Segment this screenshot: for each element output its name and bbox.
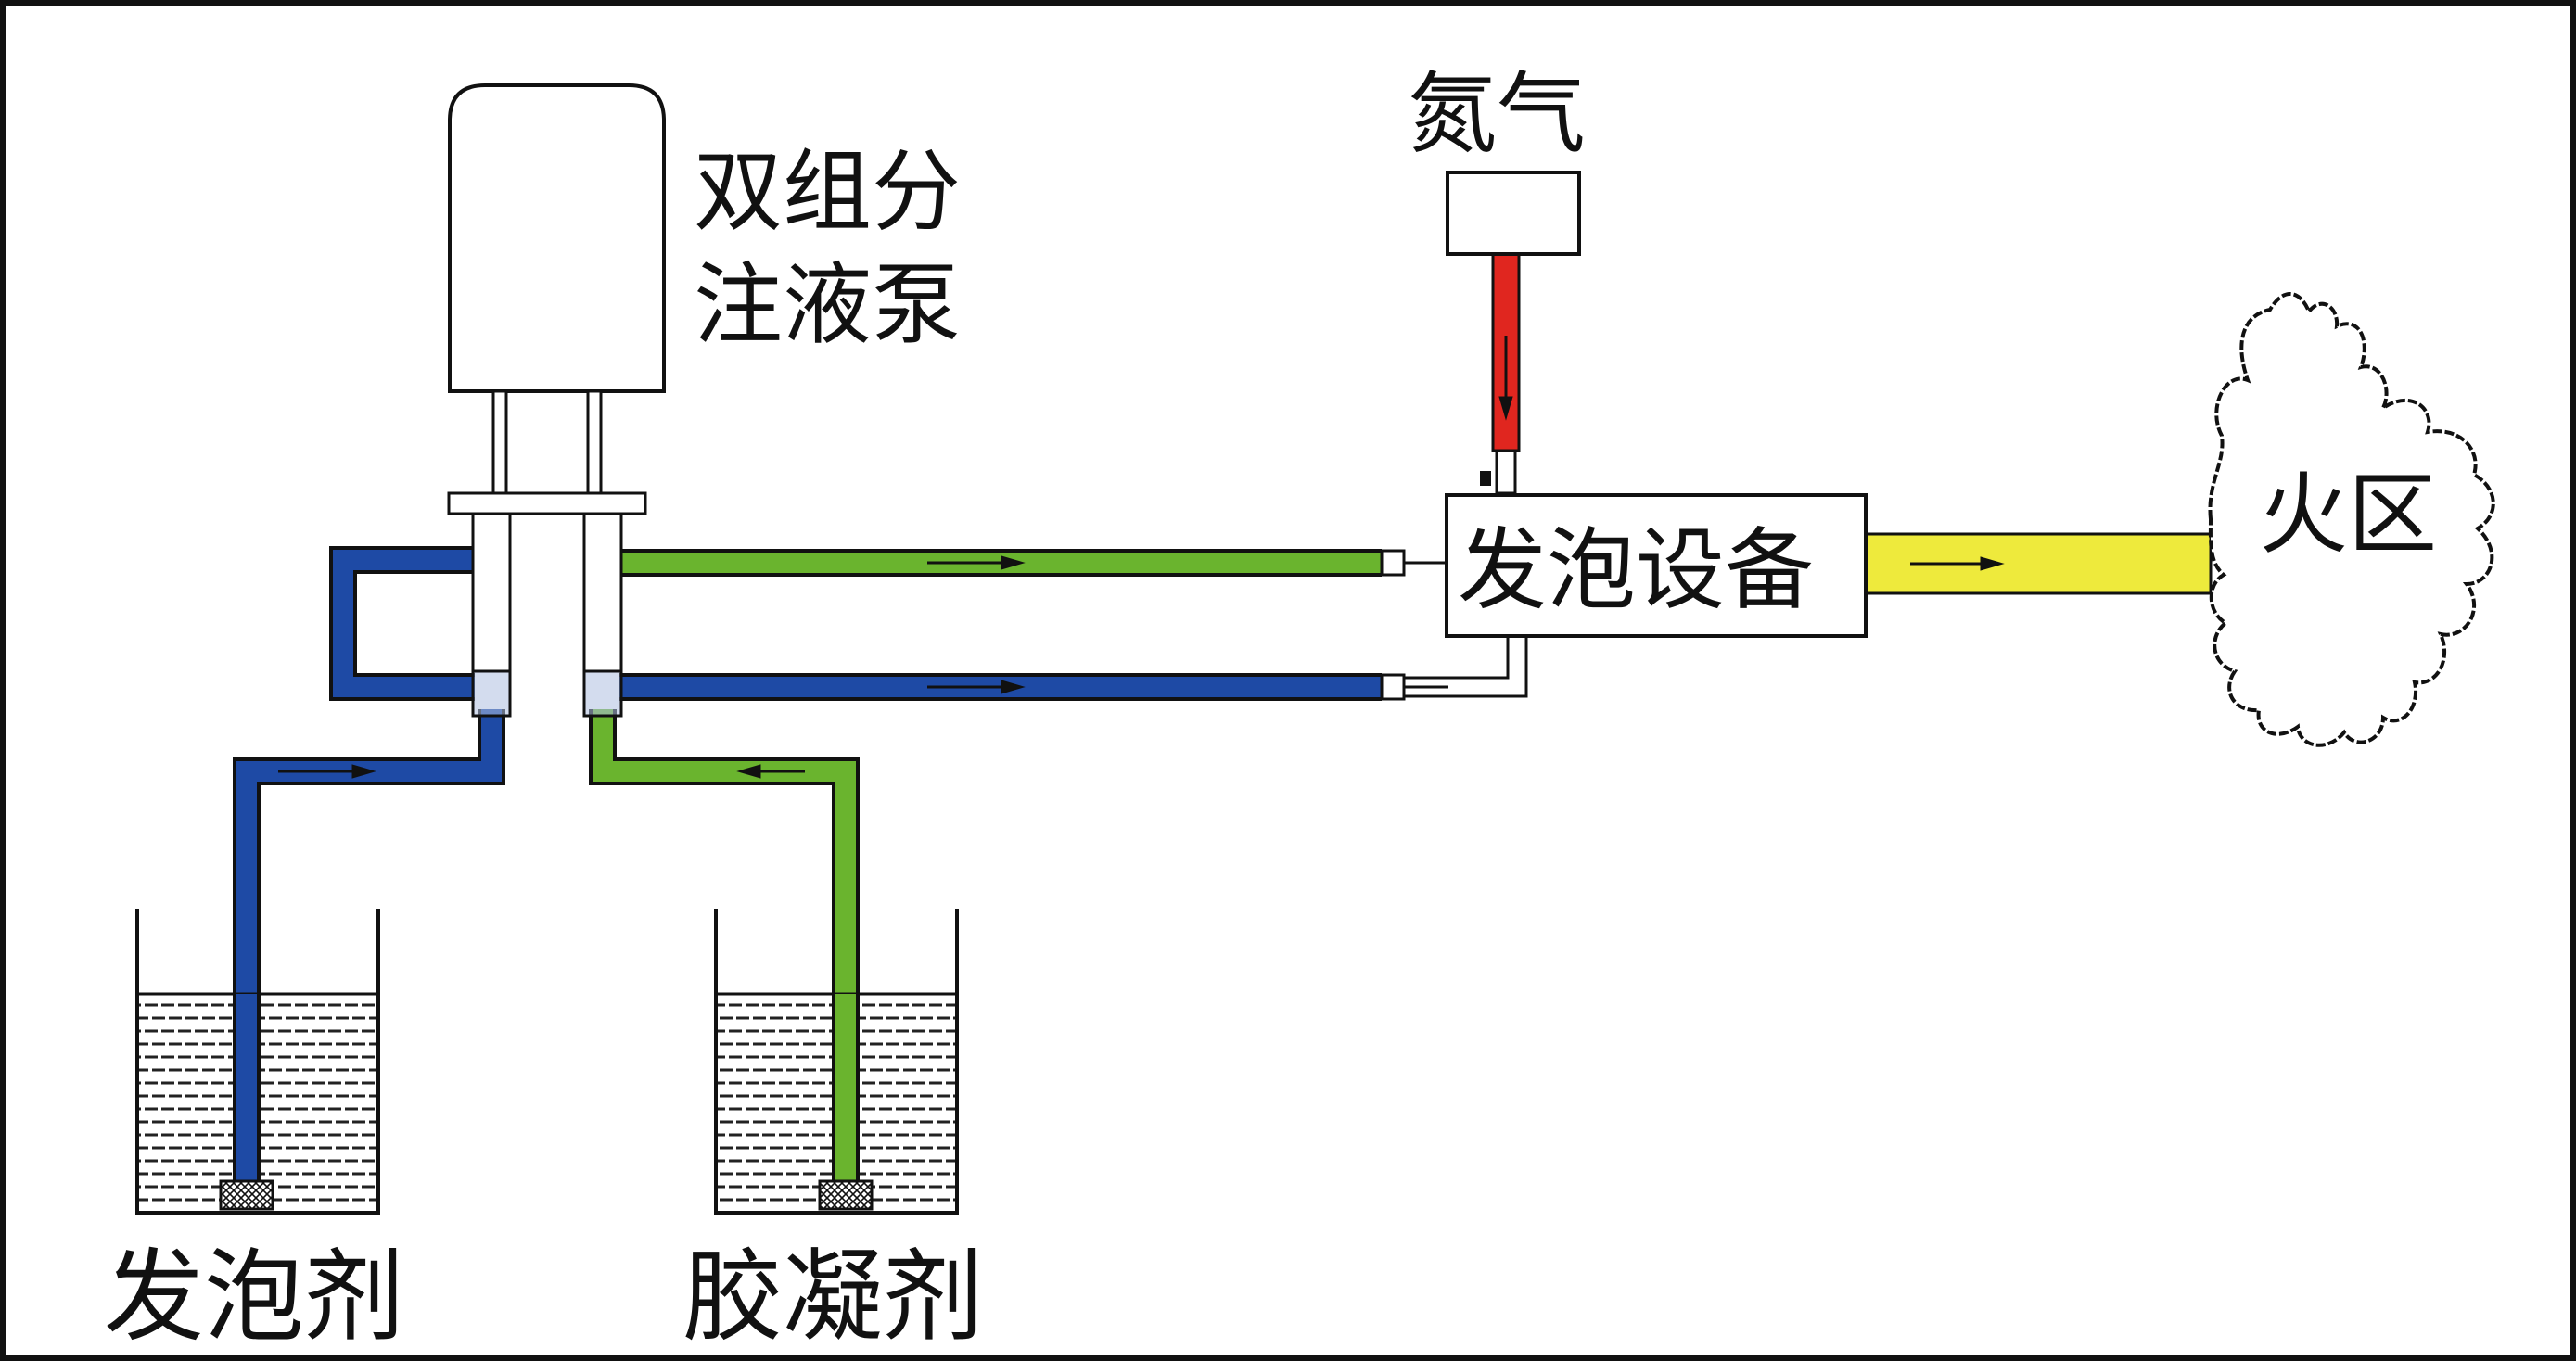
gelling-coupling bbox=[1380, 549, 1406, 577]
pump-label-line2: 注液泵 bbox=[694, 253, 961, 357]
pump-rod-left bbox=[491, 389, 508, 495]
cloud-icon bbox=[2208, 292, 2495, 747]
foaming-loop-pipe bbox=[329, 546, 475, 701]
gelling-agent-label: 胶凝剂 bbox=[682, 1240, 983, 1355]
gelling-strainer bbox=[818, 1179, 874, 1211]
device-outlet-elbow bbox=[1404, 634, 1528, 698]
pump-body bbox=[448, 83, 666, 393]
pump-rod-right bbox=[586, 389, 603, 495]
pump-plate bbox=[447, 491, 647, 515]
fire-zone-label: 火区 bbox=[2259, 463, 2437, 566]
foam-device-label: 发泡设备 bbox=[1458, 518, 1814, 622]
foaming-strainer bbox=[219, 1179, 274, 1211]
nitrogen-source-box bbox=[1446, 171, 1581, 256]
foam-device-box bbox=[1445, 493, 1868, 638]
pump-label-line1: 双组分 bbox=[694, 140, 961, 244]
nitrogen-label: 氮气 bbox=[1408, 62, 1586, 166]
foaming-coupling bbox=[1380, 673, 1406, 701]
foaming-agent-label: 发泡剂 bbox=[104, 1240, 404, 1355]
nitrogen-valve bbox=[1480, 471, 1491, 486]
arrow-right-icon bbox=[278, 336, 2005, 779]
